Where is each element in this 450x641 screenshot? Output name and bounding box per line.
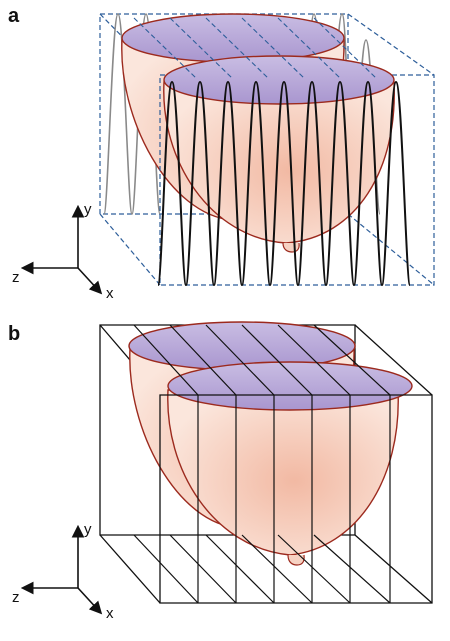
axis-label-y-a: y [84, 201, 92, 218]
axis-triad-b [20, 524, 103, 615]
front-bowl-b [167, 361, 413, 566]
front-bowl [163, 55, 395, 253]
front-waves [157, 80, 411, 287]
axis-triad-a [20, 204, 103, 295]
x-axis-arrow-icon [77, 587, 103, 615]
top-slice-lines-b [133, 324, 391, 396]
axis-label-z-b: z [12, 589, 20, 606]
dashed-box-front [159, 74, 435, 286]
panel-label-b: b [8, 323, 20, 345]
panel-a: a [8, 5, 435, 302]
bottom-slice-lines-b [133, 534, 391, 604]
top-slice-lines-a [133, 17, 377, 79]
axis-label-x-b: x [106, 605, 114, 622]
solid-box-front [99, 394, 433, 604]
vertical-slices-b [197, 395, 391, 603]
panel-b: b [8, 321, 433, 622]
x-axis-arrow-icon [77, 267, 103, 295]
axis-label-y-b: y [84, 521, 92, 538]
panel-label-a: a [8, 5, 20, 27]
axis-label-x-a: x [106, 285, 114, 302]
axis-label-z-a: z [12, 269, 20, 286]
